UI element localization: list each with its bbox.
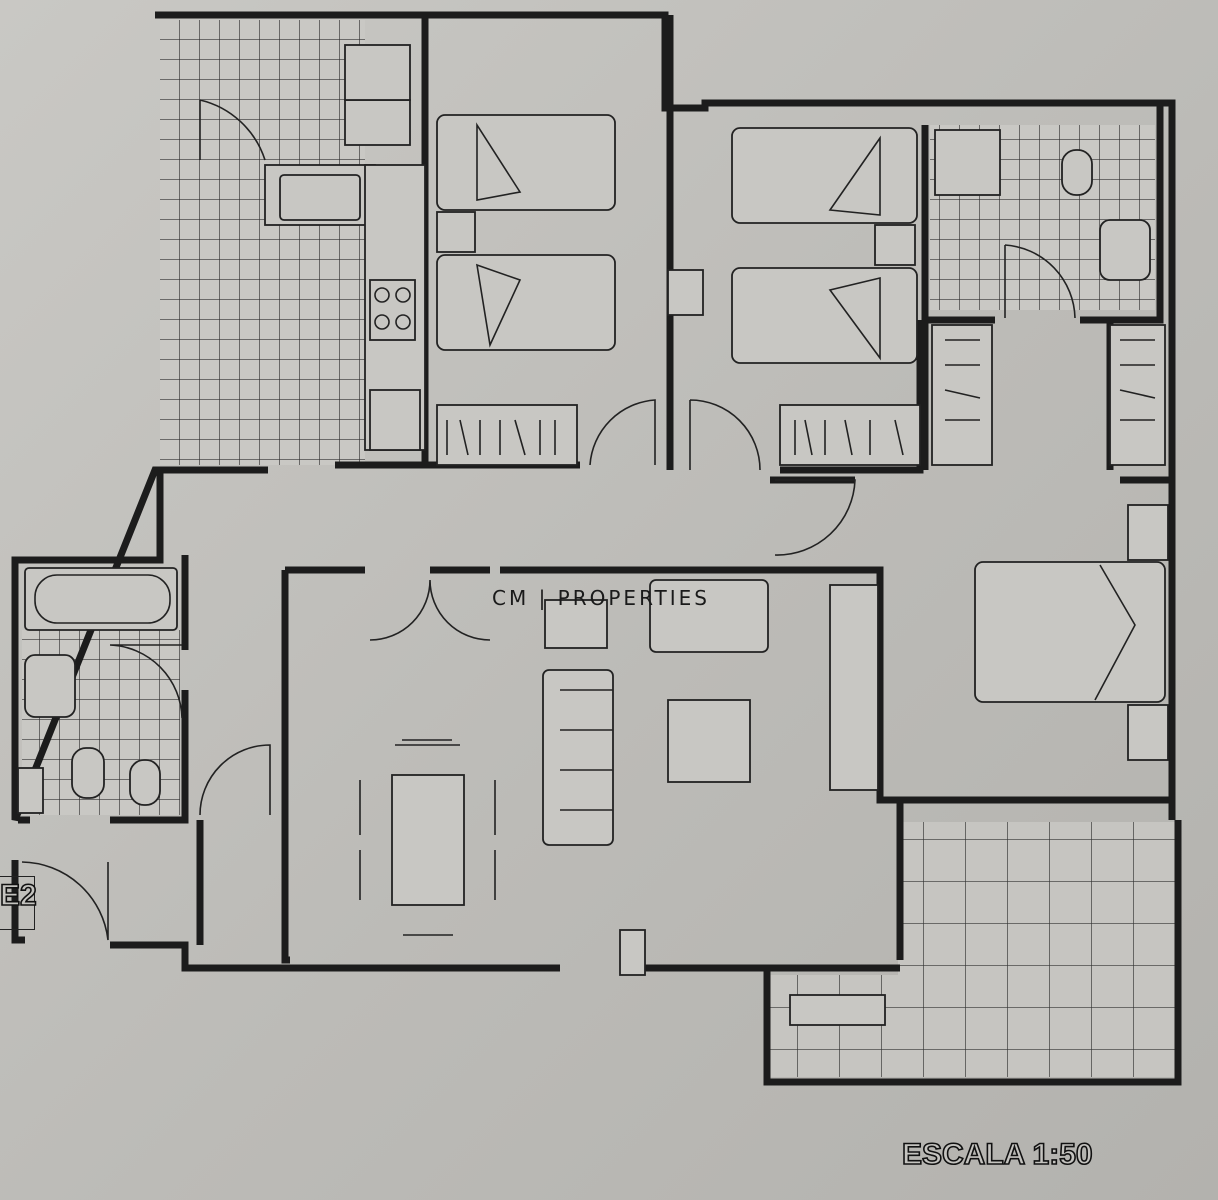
tv-unit: [829, 584, 879, 791]
washbasin-icon: [24, 654, 76, 718]
master-door[interactable]: [774, 479, 856, 556]
living-double-door[interactable]: [369, 579, 491, 641]
water-heater: [17, 767, 44, 814]
hall-door[interactable]: [199, 744, 271, 816]
wardrobe-4: [1109, 324, 1166, 466]
kitchen-floor: [160, 20, 365, 465]
coffee-table: [667, 699, 751, 783]
armchair: [544, 599, 608, 649]
wardrobe-1: [436, 404, 578, 466]
bed-2a: [731, 127, 918, 224]
master-bed: [974, 561, 1166, 703]
kitchen-appliance: [369, 389, 421, 451]
unit-label: E2: [0, 876, 38, 930]
wardrobe-2: [779, 404, 921, 466]
nightstand-4: [1127, 704, 1169, 761]
bed-2b: [731, 267, 918, 364]
outer-wall: [11, 11, 1182, 1086]
pillar-2: [619, 929, 646, 976]
dining-chairs: [359, 739, 496, 936]
sofa: [542, 669, 614, 846]
bidet-icon: [129, 759, 161, 806]
terrace-floor: [898, 822, 1176, 1077]
nightstand-2: [874, 224, 916, 266]
bed-1b: [436, 254, 616, 351]
bathroom-2-door[interactable]: [109, 644, 183, 719]
wardrobe-3: [931, 324, 993, 466]
bedroom-1-door[interactable]: [589, 399, 656, 466]
balcony-floor: [770, 975, 900, 1077]
kitchen-sink-icon: [279, 174, 361, 221]
kitchen-door[interactable]: [199, 99, 266, 161]
bedroom-2-door[interactable]: [689, 399, 761, 471]
stove-icon: [369, 279, 416, 341]
bed-1a: [436, 114, 616, 211]
dining-table: [391, 774, 465, 906]
toilet-icon: [1061, 149, 1093, 196]
loveseat: [649, 579, 769, 653]
toilet-2-icon: [71, 747, 105, 799]
washer-icon: [344, 99, 411, 146]
nightstand: [436, 211, 476, 253]
fridge-icon: [344, 44, 411, 101]
watermark: CM | PROPERTIES: [492, 586, 710, 610]
pillar: [667, 269, 704, 316]
entrance-door[interactable]: [21, 861, 109, 941]
sink-icon: [1099, 219, 1151, 281]
planter: [789, 994, 886, 1026]
bathtub-icon: [24, 567, 178, 631]
ensuite-door[interactable]: [1004, 244, 1076, 319]
nightstand-3: [1127, 504, 1169, 561]
scale-label: ESCALA 1:50: [901, 1137, 1093, 1172]
shower-icon: [934, 129, 1001, 196]
